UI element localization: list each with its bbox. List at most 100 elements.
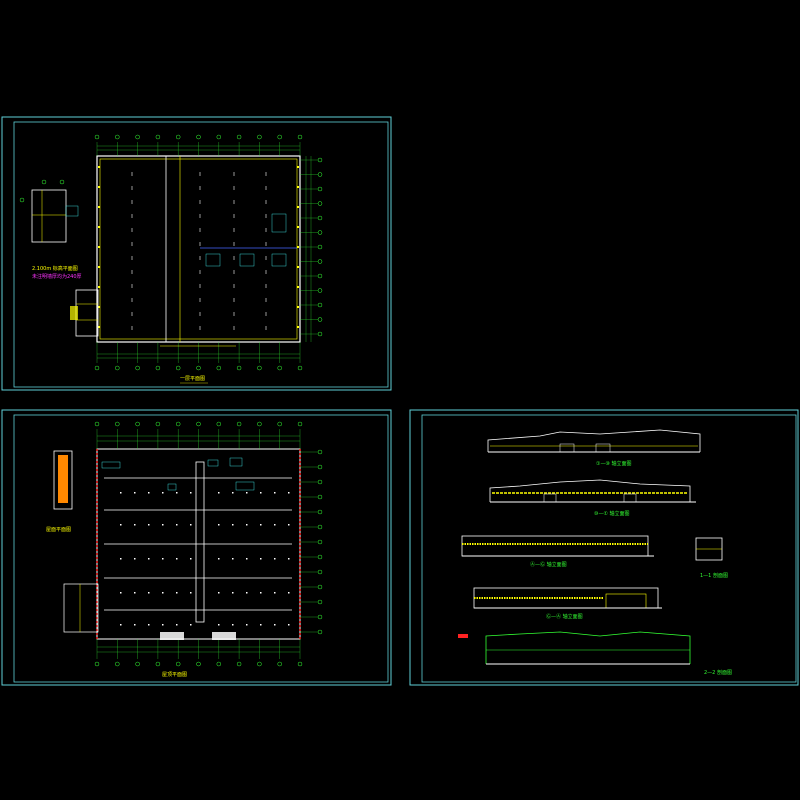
axis-bubble (277, 134, 282, 140)
axis-bubble (196, 365, 201, 371)
roof-bolt (246, 624, 248, 626)
axis-bubble (277, 365, 282, 371)
roof-bolt (148, 524, 150, 526)
exterior-wall (96, 155, 301, 343)
column-mark (98, 286, 100, 288)
column-mark (297, 226, 299, 228)
axis-bubble (317, 629, 323, 635)
axis-bubble (175, 421, 181, 427)
axis-bubble (317, 539, 323, 545)
axis-bubble (216, 421, 222, 427)
roof-bolt (176, 558, 178, 560)
axis-bubble (317, 331, 323, 337)
roof-bolt (260, 524, 262, 526)
roof-bolt (190, 524, 192, 526)
roof-bolt (134, 558, 136, 560)
sheet-elevations: ①—⑩ 轴立面图 ⑩—① 轴立面图 Ⓐ—Ⓖ 轴立面图 1—1 剖面图 (409, 409, 799, 686)
roof-bolt (120, 524, 122, 526)
elevation-caption: ①—⑩ 轴立面图 (596, 460, 632, 467)
section-caption: 2—2 剖面图 (704, 669, 732, 676)
axis-bubble (135, 134, 140, 140)
axis-bubble (317, 244, 323, 250)
roof-bolt (232, 558, 234, 560)
axis-bubble (175, 134, 181, 140)
roof-bolt (218, 624, 220, 626)
roof-bolt (120, 558, 122, 560)
axis-bubble (317, 479, 323, 485)
axis-bubble (317, 599, 323, 605)
roof-bolt (232, 624, 234, 626)
roof-bolt (246, 558, 248, 560)
column-mark (297, 266, 299, 268)
room-tag (271, 253, 287, 267)
door (623, 493, 637, 503)
tag-box (207, 459, 219, 467)
column-mark (297, 206, 299, 208)
axis-bubble (216, 134, 222, 140)
roof-bolt (190, 592, 192, 594)
roof-bolt (148, 558, 150, 560)
sheet-frame-outer (409, 409, 799, 686)
elevation-outline (489, 479, 691, 502)
roof-bolt (274, 492, 276, 494)
roof-bolt (162, 492, 164, 494)
elevation-2: ⑩—① 轴立面图 (489, 479, 696, 517)
roof-gutter (160, 632, 184, 640)
roof-bolt (176, 624, 178, 626)
room-tag (205, 253, 221, 267)
roof-bolt (120, 492, 122, 494)
tag-box (101, 461, 121, 469)
section-outline (485, 631, 691, 664)
roof-bolt (176, 492, 178, 494)
roof-bolt (288, 558, 290, 560)
axis-bubble (257, 421, 262, 427)
elevation-3: Ⓐ—Ⓖ 轴立面图 (461, 535, 654, 568)
axis-bubble (317, 584, 323, 590)
axis-bubble (135, 421, 140, 427)
sheet-frame-inner (13, 414, 389, 683)
door (543, 493, 557, 503)
side-plan-note: 未注明墙厚均为240厚 (32, 273, 82, 280)
elevation-outline (461, 535, 649, 557)
roof-bolt (190, 558, 192, 560)
axis-bubble (115, 421, 120, 427)
axis-bubble (317, 273, 323, 279)
axis-bubble (317, 186, 323, 192)
axis-bubble (297, 134, 303, 140)
roof-bolt (260, 592, 262, 594)
main-roof-caption: 屋顶平面图 (162, 672, 187, 678)
roof-bolt (288, 492, 290, 494)
column-mark (297, 286, 299, 288)
main-roof: 屋顶平面图 (94, 421, 323, 678)
column-mark (297, 326, 299, 328)
axis-bubble (236, 421, 242, 427)
roof-bolt (246, 592, 248, 594)
axis-bubble (257, 134, 262, 140)
inner-wall-line (99, 158, 298, 340)
axis-bubble (317, 569, 323, 575)
axis-bubble (155, 134, 161, 140)
tag-box (167, 483, 177, 491)
side-roof-outline (53, 450, 73, 510)
side-roof-caption: 屋面平面图 (46, 527, 71, 533)
main-plan-caption: 一层平面图 (180, 376, 205, 382)
axis-bubble (257, 365, 262, 371)
roof-bolt (218, 524, 220, 526)
side-roof: 屋面平面图 (46, 450, 99, 633)
roof-bolt (218, 492, 220, 494)
column-mark (98, 306, 100, 308)
axis-bubble (317, 215, 323, 221)
roof-bolt (134, 524, 136, 526)
axis-bubble (317, 172, 323, 177)
door (559, 443, 575, 453)
section-small: 1—1 剖面图 (695, 537, 728, 579)
sheet-frame-outer (1, 116, 392, 391)
axis-bubble (317, 524, 323, 530)
sheet-frame-outer (1, 409, 392, 686)
roof-bolt (134, 624, 136, 626)
axis-bubble (216, 661, 222, 667)
column-mark (98, 206, 100, 208)
axis-bubble (175, 365, 181, 371)
tag-box (65, 205, 79, 217)
